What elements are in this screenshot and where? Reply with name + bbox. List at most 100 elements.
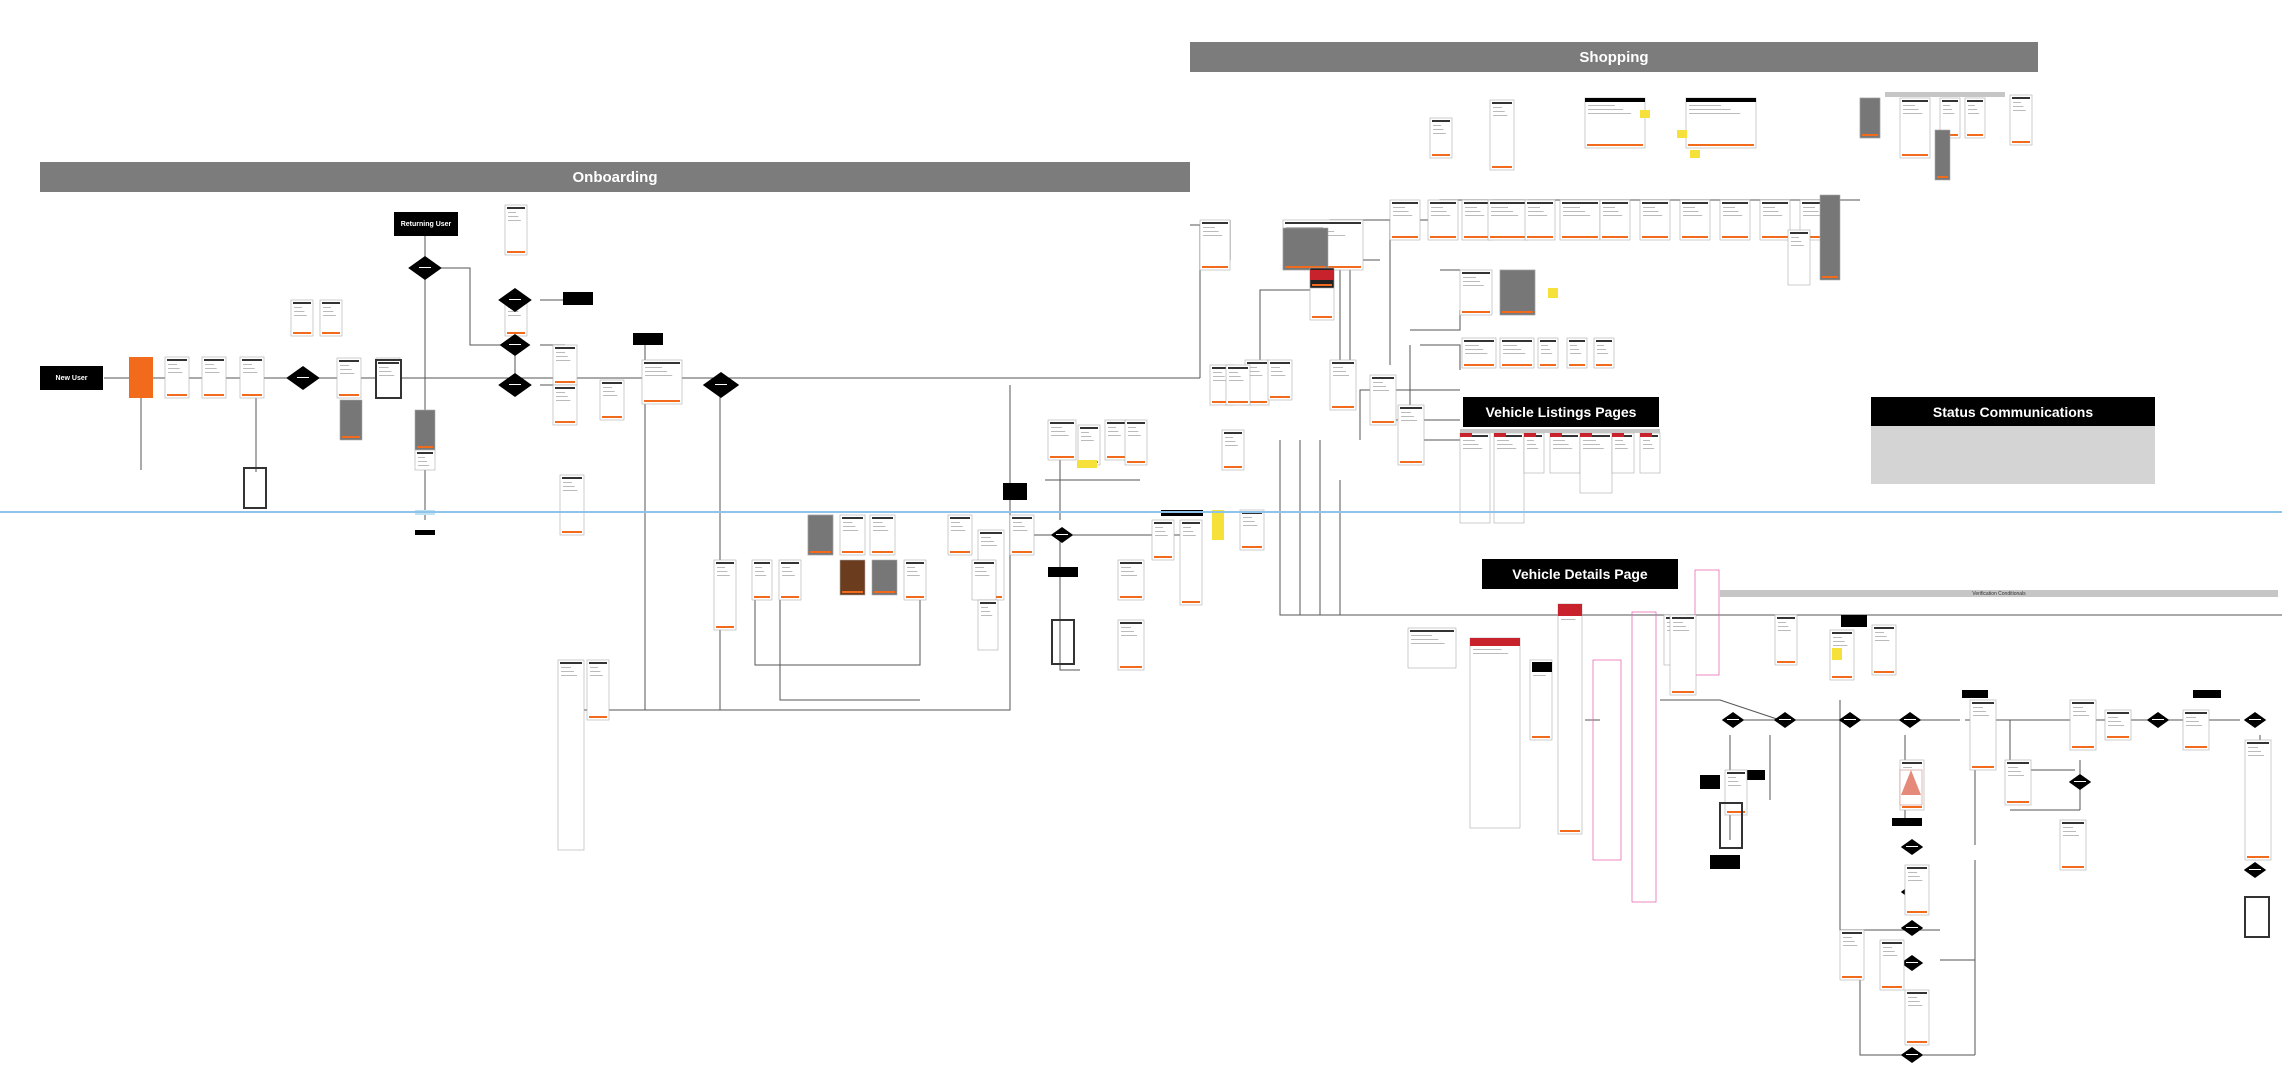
screen-cta-button (2007, 801, 2029, 803)
screen-cta-button (1432, 154, 1450, 156)
screen-header-bar (1722, 202, 1748, 204)
screen-text-line (1463, 281, 1480, 282)
screen-text-line (1155, 535, 1168, 536)
screen-text-line (1463, 444, 1479, 445)
screen-text-line (1723, 207, 1735, 208)
decision-label-line (1906, 962, 1918, 963)
screen-text-line (418, 461, 428, 462)
screen-header-bar (1228, 367, 1248, 369)
screen-header-bar (1569, 340, 1585, 342)
screen-text-line (1243, 525, 1258, 526)
screen-text-line (1615, 448, 1628, 449)
screen-text-line (340, 365, 349, 366)
screen-cta-button (1464, 364, 1494, 366)
screen-text-line (205, 368, 217, 369)
screen-text-line (1570, 345, 1577, 346)
screen-text-line (1903, 109, 1919, 110)
screen-text-line (2013, 110, 2026, 111)
screen-text-line (981, 537, 991, 538)
screen-text-line (1908, 880, 1923, 881)
screen-thumbnail (2059, 819, 2087, 871)
screen-text-line (2063, 831, 2076, 832)
screen-text-line (556, 400, 571, 401)
screen-thumbnail (1407, 627, 1457, 669)
screen-text-line (873, 522, 883, 523)
listings-subbar (1460, 429, 1660, 433)
screen-header-bar (1582, 435, 1610, 437)
screen-text-line (1213, 376, 1225, 377)
screen-thumbnail (807, 514, 834, 556)
screen-cta-button (1392, 236, 1418, 238)
screen-text-line (1833, 645, 1848, 646)
screen-header-bar (417, 452, 433, 454)
screen-text-line (1791, 237, 1799, 238)
screen-header-bar (2012, 97, 2030, 99)
screen-header-bar (1874, 627, 1894, 629)
screen-thumbnail (559, 474, 585, 536)
screen-cta-button (1400, 461, 1422, 463)
screen-text-line (1903, 105, 1915, 106)
screen-text-line (1563, 211, 1586, 212)
screen-thumbnail (1221, 429, 1245, 471)
screen-thumbnail (336, 357, 362, 399)
screen-thumbnail (1047, 419, 1077, 461)
screen-header-bar (974, 562, 994, 564)
screen-header-bar (1552, 435, 1578, 437)
screen-text-line (843, 522, 853, 523)
screen-cta-button (906, 596, 924, 598)
screen-text-line (1121, 575, 1137, 576)
returning-user-node[interactable]: Returning User (394, 212, 458, 236)
screen-text-line (1843, 945, 1858, 946)
screen-text-line (1411, 639, 1439, 640)
screen-cta-button (1490, 236, 1526, 238)
screen-cta-button (1832, 676, 1852, 678)
screen-header-bar (754, 562, 770, 564)
screen-thumbnail (1427, 199, 1459, 241)
screen-cta-button (2072, 746, 2094, 748)
screen-header-bar (555, 387, 575, 389)
screen-header-bar (555, 347, 575, 349)
screen-text-line (1401, 416, 1414, 417)
screen-header-bar (1540, 340, 1556, 342)
screen-thumbnail (1584, 97, 1646, 149)
screen-text-line (1763, 207, 1775, 208)
screen-text-line (1081, 440, 1094, 441)
screen-text-line (1883, 955, 1898, 956)
screen-header-bar (1642, 202, 1668, 204)
screen-text-line (1673, 630, 1689, 631)
screen-text-line (1155, 531, 1166, 532)
screen-header-bar (1972, 702, 1994, 704)
screen-text-line (1597, 345, 1604, 346)
screen-header-bar (1285, 222, 1361, 224)
new-user-node[interactable]: New User (40, 366, 103, 390)
screen-text-line (1243, 521, 1255, 522)
screen-text-line (1903, 113, 1923, 114)
sticky-note (1677, 130, 1687, 138)
screen-thumbnail (1599, 199, 1631, 241)
screen-cta-button (842, 551, 863, 553)
screen-text-line (1833, 641, 1845, 642)
screen-text-line (1583, 444, 1600, 445)
screen-text-line (1968, 109, 1978, 110)
screen-text-line (243, 364, 252, 365)
screen-text-line (556, 396, 568, 397)
screen-header-bar (204, 359, 224, 361)
screen-thumbnail (778, 559, 802, 601)
screen-cta-button (1842, 976, 1862, 978)
screen-thumbnail (2182, 709, 2210, 751)
screen-text-line (1553, 448, 1573, 449)
screen-text-line (1541, 353, 1553, 354)
screen-cta-button (1560, 830, 1580, 832)
screen-cta-button (842, 591, 863, 593)
screen-text-line (1791, 245, 1804, 246)
screen-text-line (1541, 345, 1548, 346)
screen-text-line (1121, 567, 1131, 568)
screen-text-line (1643, 448, 1655, 449)
screen-thumbnail (1819, 194, 1841, 281)
screen-header-bar (602, 382, 622, 384)
screen-text-line (1528, 211, 1544, 212)
screen-text-line (1121, 571, 1134, 572)
screen-text-line (2063, 827, 2073, 828)
decision-label-line (419, 267, 431, 268)
